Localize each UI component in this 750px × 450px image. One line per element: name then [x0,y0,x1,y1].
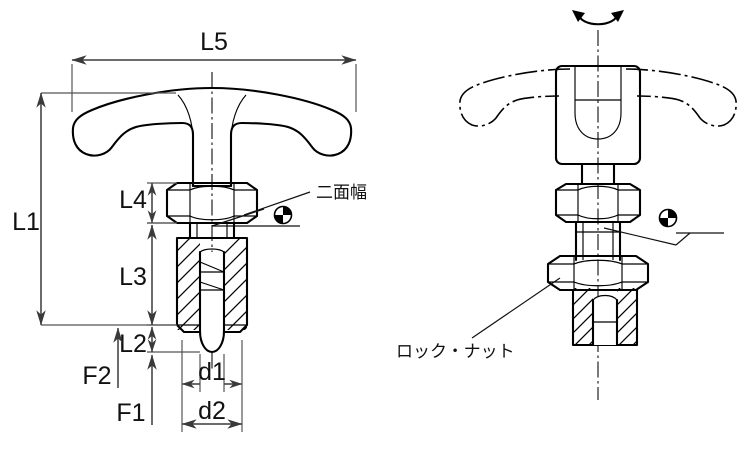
bottom-body-outline [571,288,639,347]
across-flats-annotation: 二面幅 [211,183,367,227]
threaded-body-section [175,236,249,354]
plunger-pin-outline [198,256,226,354]
f2-label: F2 [82,362,111,390]
upper-hex-nut [165,181,259,225]
f1-label: F1 [116,399,145,427]
right-surface-leader [603,227,677,246]
right-shank [580,162,616,186]
rotation-arrow-symbol [572,10,624,26]
lock-nut-label: ロック・ナット [396,342,515,362]
r-hex-arc-bottom [577,214,619,220]
across-flats-label: 二面幅 [316,183,367,203]
bottom-hatch-left [573,288,593,345]
hex-arc-bottom [189,215,235,221]
right-threaded-shank [574,220,622,262]
rotation-arrow-head-right [611,10,624,22]
surface-symbol-leader-2 [211,208,265,227]
l2-label: L2 [119,330,147,358]
bottom-hatch-right [617,288,637,345]
body-chamfer-left [176,324,185,333]
boss-outline [554,64,642,166]
inner-thread-line-3 [199,261,225,273]
l5-label: L5 [200,28,228,56]
bottom-pin-fill [593,296,617,345]
across-flats-leader [243,191,311,216]
phantom-arm-left [459,68,571,127]
l1-label: L1 [12,208,40,236]
left-front-section-view [71,72,353,372]
d1-label: d1 [198,358,226,386]
lock-arc-top [573,259,623,265]
lock-nut-leader [471,277,561,339]
right-side-view [459,10,737,400]
l4-label: L4 [119,186,147,214]
right-surface-treatment-symbol [658,208,678,228]
body-chamfer-right [239,324,248,333]
boss-cup-outline [574,66,622,140]
inner-thread-line-2 [199,281,225,291]
right-view-annotations: ロック・ナット [396,208,724,362]
rotation-arc [576,11,620,26]
bore-top-arc [199,248,225,253]
rotation-arrow-head-left [572,10,585,22]
left-view-dimensions: L5 L1 L4 L3 L2 F2 F1 [12,28,357,432]
section-hatch-right [224,238,247,330]
l3-label: L3 [119,263,147,291]
lock-arc-bottom [573,281,623,287]
right-surface-leader-3 [675,232,691,246]
plunger-pin-fill [200,252,224,352]
r-hex-arc-top [577,185,619,191]
phantom-handle-arms [459,68,737,127]
right-bottom-section [571,288,639,347]
handle-right-fillet [230,94,247,141]
hex-arc-top [189,185,235,191]
surface-treatment-symbol [273,205,293,225]
phantom-arm-right [625,68,737,127]
inner-thread-box [199,252,225,291]
handle-neck [191,181,233,188]
right-upper-hex-nut [554,182,642,224]
handle-left-fillet [177,94,194,141]
d2-label: d2 [198,397,226,425]
lock-nut [546,254,650,292]
bottom-pin-arc [592,294,618,301]
handle-boss [554,64,642,166]
